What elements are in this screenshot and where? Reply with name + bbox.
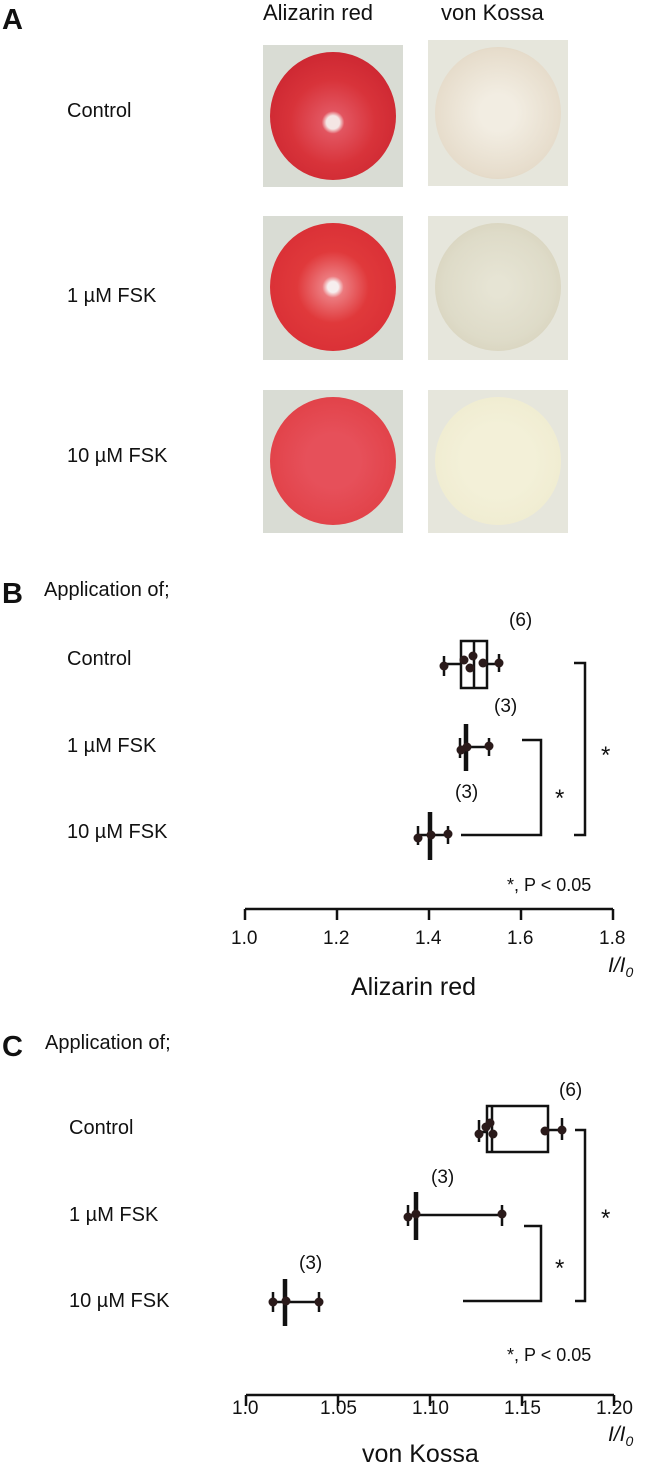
panel-c-letter: C	[2, 1031, 23, 1063]
dish-image-vonkossa-10um	[428, 390, 568, 533]
panel-c-tick-3: 1.10	[412, 1398, 449, 1419]
alizarin-box-plot	[243, 639, 615, 920]
panel-c-row-label-control: Control	[69, 1117, 134, 1139]
panel-b-sig-mark-outer: *	[601, 742, 611, 769]
panel-b-row-label-1um: 1 µM FSK	[67, 735, 157, 757]
dish-image-alizarin-10um	[263, 390, 403, 533]
panel-a-row-label-10um: 10 µM FSK	[67, 445, 168, 467]
vonkossa-box-plot	[244, 1104, 616, 1406]
panel-b-xlabel: Alizarin red	[351, 973, 477, 1001]
panel-c-n-10um: (3)	[299, 1253, 323, 1274]
unit-subscript: 0	[625, 964, 634, 981]
column-header-vonkossa: von Kossa	[441, 0, 544, 25]
panel-c-tick-5: 1.20	[596, 1398, 633, 1419]
panel-b-row-label-control: Control	[67, 648, 132, 670]
panel-c-n-control: (6)	[559, 1080, 583, 1101]
unit-text: I/I	[608, 954, 626, 977]
panel-b-tick-3: 1.4	[415, 928, 442, 949]
dish-image-vonkossa-1um	[428, 216, 568, 360]
panel-c-tick-1: 1.0	[232, 1398, 259, 1419]
panel-a-row-label-control: Control	[67, 100, 132, 122]
sig-bracket-control-vs-10um	[575, 1128, 587, 1303]
panel-a-row-label-1um: 1 µM FSK	[67, 285, 157, 307]
panel-b-sig-mark-inner: *	[555, 785, 565, 812]
panel-c-tick-2: 1.05	[320, 1398, 357, 1419]
panel-b-n-control: (6)	[509, 610, 533, 631]
panel-b-unit: I/I0	[608, 954, 633, 980]
panel-b-tick-5: 1.8	[599, 928, 626, 949]
unit-text: I/I	[608, 1423, 626, 1446]
dish-image-alizarin-control	[263, 45, 403, 187]
panel-c-xlabel: von Kossa	[362, 1440, 479, 1468]
panel-b-n-10um: (3)	[455, 782, 479, 803]
column-header-alizarin: Alizarin red	[263, 0, 374, 25]
dish-image-vonkossa-control	[428, 40, 568, 186]
panel-c-tick-4: 1.15	[504, 1398, 541, 1419]
sig-bracket-control-vs-10um	[574, 661, 587, 837]
panel-b-heading: Application of;	[44, 579, 170, 601]
panel-c-row-label-1um: 1 µM FSK	[69, 1204, 159, 1226]
sig-bracket-1um-vs-10um	[463, 1224, 543, 1303]
panel-c-heading: Application of;	[45, 1032, 171, 1054]
panel-b-letter: B	[2, 578, 23, 610]
panel-c-sig-mark-inner: *	[555, 1255, 565, 1282]
panel-b-n-1um: (3)	[494, 696, 518, 717]
panel-b-tick-2: 1.2	[323, 928, 350, 949]
dish-image-alizarin-1um	[263, 216, 403, 360]
panel-c-p-note: *, P < 0.05	[507, 1345, 592, 1365]
panel-b-tick-4: 1.6	[507, 928, 534, 949]
panel-b-row-label-10um: 10 µM FSK	[67, 821, 168, 843]
panel-c-row-label-10um: 10 µM FSK	[69, 1290, 170, 1312]
unit-subscript: 0	[625, 1433, 634, 1450]
panel-c-n-1um: (3)	[431, 1167, 455, 1188]
sig-bracket-1um-vs-10um	[461, 738, 543, 837]
panel-b-tick-1: 1.0	[231, 928, 258, 949]
panel-b-p-note: *, P < 0.05	[507, 875, 592, 895]
control-box	[485, 1104, 550, 1154]
panel-a-letter: A	[2, 4, 23, 36]
panel-c-unit: I/I0	[608, 1423, 633, 1449]
panel-c-sig-mark-outer: *	[601, 1205, 611, 1232]
